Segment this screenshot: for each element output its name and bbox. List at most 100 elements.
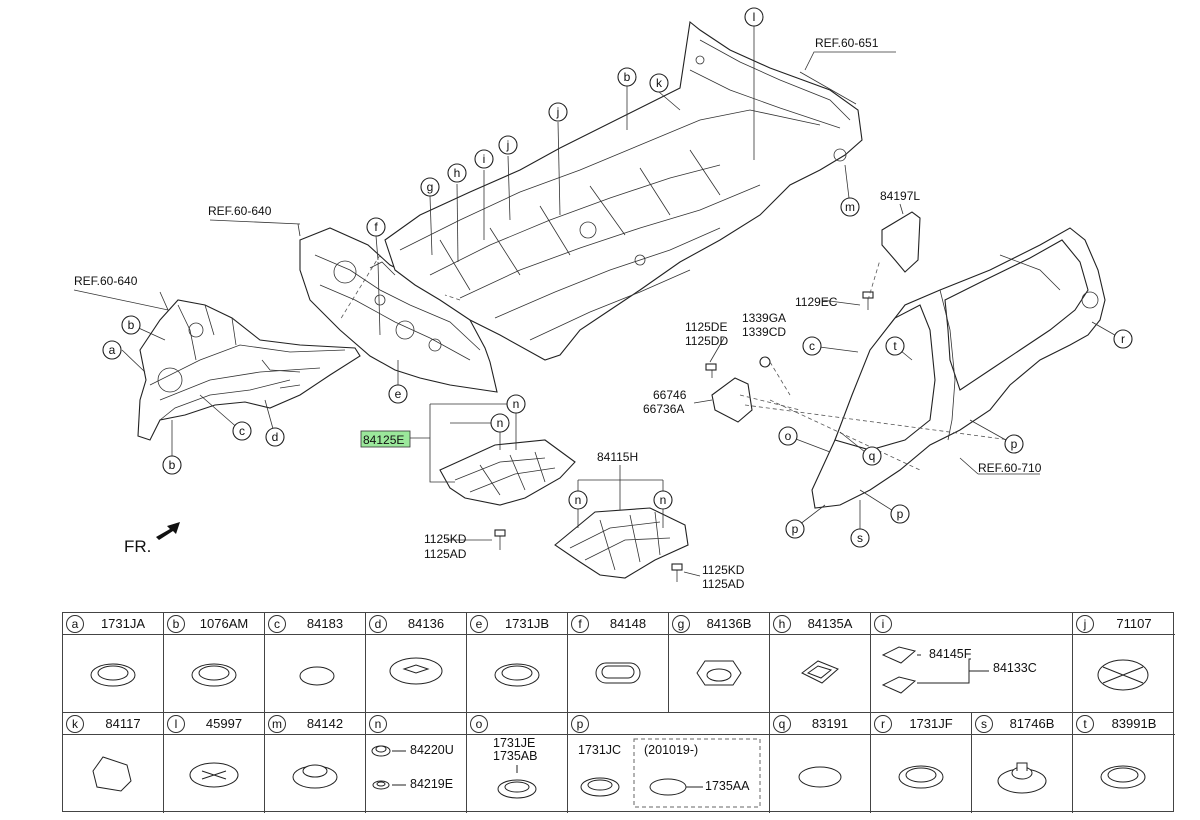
svg-text:t: t: [893, 339, 897, 353]
legend-part-number: 84136: [407, 616, 445, 631]
bolt-icons: [494, 291, 874, 582]
svg-text:n: n: [497, 416, 504, 430]
legend-letter: j: [1076, 615, 1094, 633]
svg-text:h: h: [454, 166, 461, 180]
svg-text:b: b: [624, 70, 631, 84]
legend-sub-part: 84133C: [993, 661, 1037, 675]
legend-part-number: 84183: [306, 616, 344, 631]
svg-text:j: j: [556, 105, 560, 119]
legend-letter: p: [571, 715, 589, 733]
svg-text:g: g: [427, 180, 434, 194]
legend-letter: g: [672, 615, 690, 633]
plug-icon: [696, 660, 742, 686]
legend-part-number: 83191: [811, 716, 849, 731]
svg-text:b: b: [169, 458, 176, 472]
legend-cell-n: n 84220U 84219E: [366, 713, 467, 813]
legend-cell-c: c 84183: [265, 613, 366, 713]
legend-letter: h: [773, 615, 791, 633]
callout: i: [474, 149, 494, 169]
legend-letter: n: [369, 715, 387, 733]
callout: l: [744, 7, 764, 27]
front-arrow-icon: [156, 522, 180, 540]
svg-text:c: c: [809, 339, 815, 353]
legend-cell-k: k 84117: [63, 713, 164, 813]
legend-cell-p: p 1731JC (201019-) 1735AA: [568, 713, 770, 813]
legend-part-number: 1076AM: [199, 616, 249, 631]
legend-cell-d: d 84136: [366, 613, 467, 713]
legend-part-number: 84135A: [807, 616, 853, 631]
callout: k: [649, 73, 669, 93]
plug-icon: [389, 657, 443, 685]
callout: f: [366, 217, 386, 237]
legend-letter: c: [268, 615, 286, 633]
oval-plug-icon: [595, 662, 641, 684]
part-label: 84197L: [880, 189, 920, 203]
legend-letter: t: [1076, 715, 1094, 733]
callout: p: [1004, 434, 1024, 454]
part-label: 66746: [653, 388, 687, 402]
legend-letter: l: [167, 715, 185, 733]
svg-text:m: m: [845, 200, 855, 214]
legend-part-number: 83991B: [1111, 716, 1157, 731]
ref-label: REF.60-651: [815, 36, 879, 50]
callout: e: [388, 384, 408, 404]
svg-text:i: i: [483, 152, 486, 166]
bracket-66746: [711, 377, 753, 423]
grommet-icon: [1100, 765, 1146, 789]
legend-letter: k: [66, 715, 84, 733]
callout: p: [890, 504, 910, 524]
body-side-outer: [811, 227, 1106, 509]
legend-part-number: 84142: [306, 716, 344, 731]
legend-sub-part: (201019-): [644, 743, 699, 757]
svg-text:c: c: [239, 424, 245, 438]
svg-text:f: f: [374, 220, 378, 234]
front-marker: FR.: [124, 537, 151, 556]
part-label: 1125KD: [424, 532, 467, 546]
ref-label: REF.60-640: [74, 274, 138, 288]
svg-text:l: l: [753, 10, 756, 24]
svg-text:n: n: [660, 493, 667, 507]
svg-text:r: r: [1121, 332, 1125, 346]
svg-text:b: b: [128, 318, 135, 332]
callout: b: [617, 67, 637, 87]
callout: n: [506, 394, 526, 414]
part-label: 66736A: [643, 402, 684, 416]
callout: j: [498, 135, 518, 155]
svg-text:j: j: [506, 138, 510, 152]
legend-part-number: 84117: [105, 716, 141, 731]
callout: d: [265, 427, 285, 447]
pad-icon: [92, 756, 132, 792]
legend-letter: d: [369, 615, 387, 633]
square-plug-icon: [801, 660, 839, 684]
legend-sub-part: 1731JC: [578, 743, 622, 757]
grommet-icon: [191, 663, 237, 687]
callout: h: [447, 163, 467, 183]
callout: b: [162, 455, 182, 475]
svg-text:o: o: [785, 429, 792, 443]
plug-icon: [299, 666, 335, 686]
legend-sub-part: 1731JE: [493, 736, 536, 750]
bracket-84197L: [881, 211, 921, 273]
svg-text:e: e: [395, 387, 402, 401]
legend-cell-o: o 1731JE 1735AB: [467, 713, 568, 813]
legend-letter: q: [773, 715, 791, 733]
legend-letter: e: [470, 615, 488, 633]
callout: c: [802, 336, 822, 356]
callout: q: [862, 446, 882, 466]
highlighted-part-box: [360, 430, 411, 448]
callout: r: [1113, 329, 1133, 349]
cross-plug-icon: [1097, 659, 1149, 691]
clip-icon: [371, 745, 406, 790]
callout: n: [568, 490, 588, 510]
dash-panel-assembly: [299, 227, 498, 393]
legend-letter: f: [571, 615, 589, 633]
callout: a: [102, 340, 122, 360]
part-label: 1125DD: [685, 334, 728, 348]
part-label: 1125AD: [424, 547, 467, 561]
plug-icon: [798, 766, 842, 788]
